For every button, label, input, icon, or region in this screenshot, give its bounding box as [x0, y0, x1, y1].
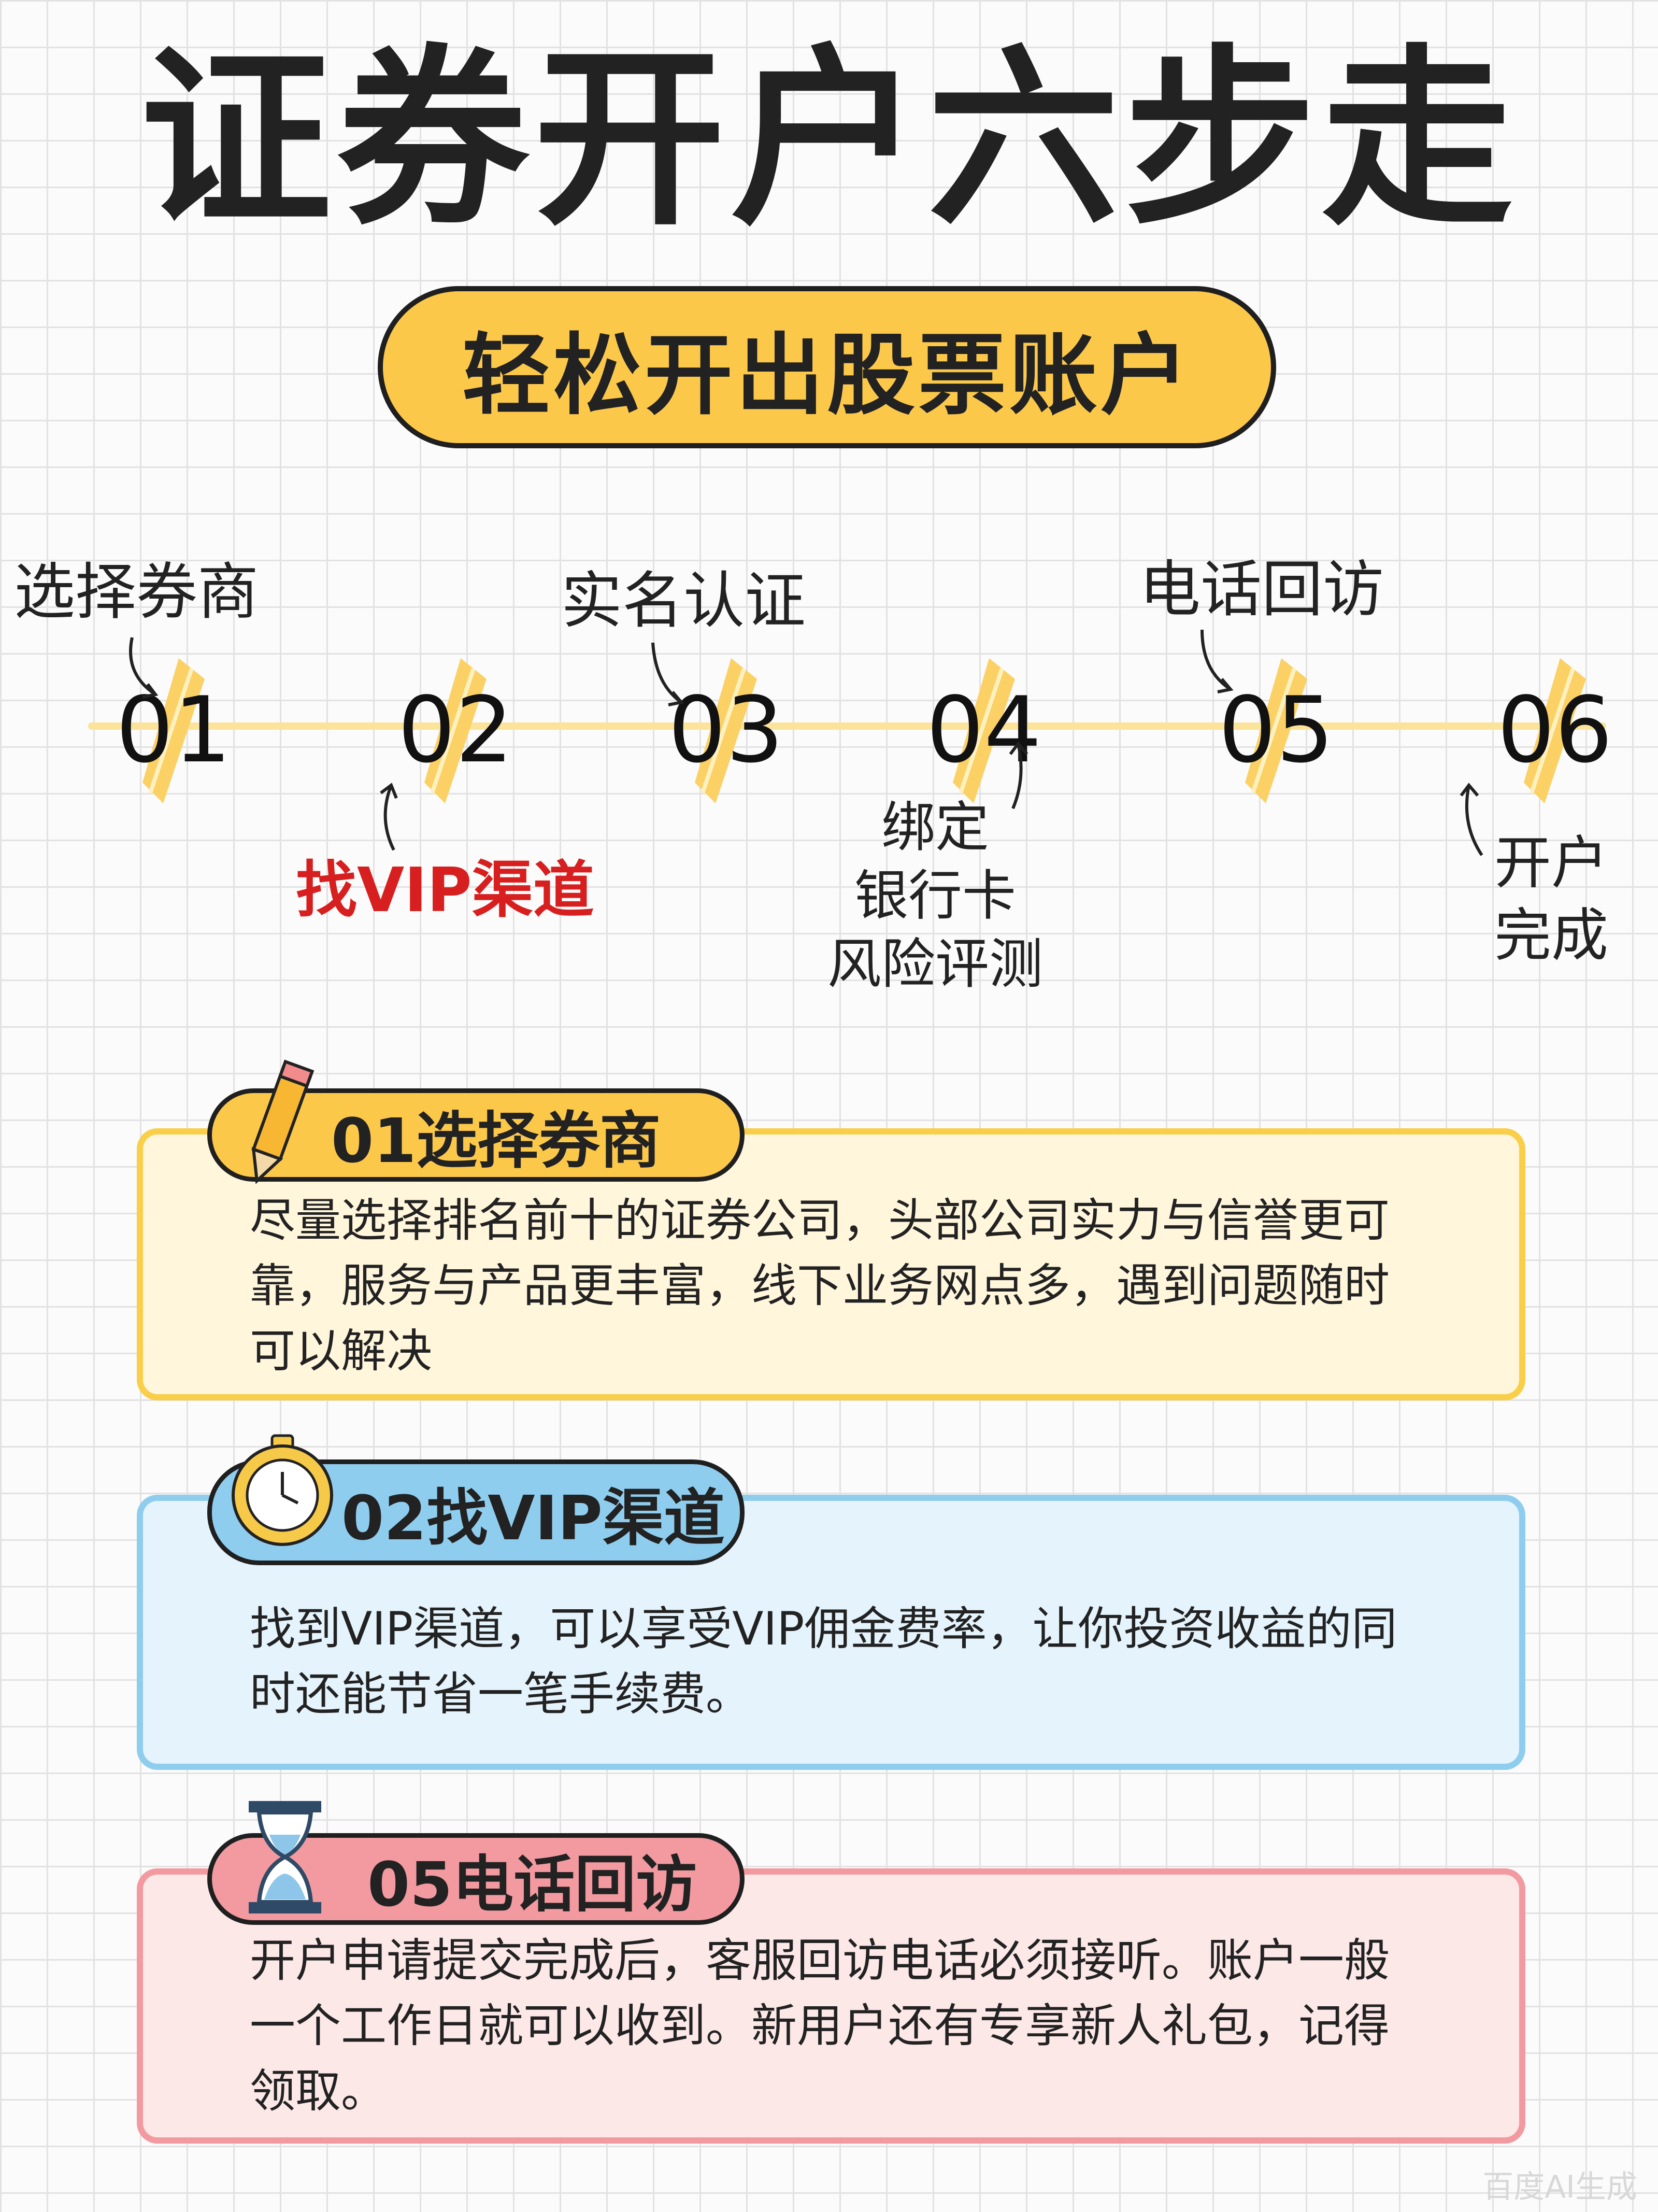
arrow-icon — [129, 637, 159, 699]
card-body: 找到VIP渠道，可以享受VIP佣金费率，让你投资收益的同 时还能节省一笔手续费。 — [250, 1596, 1493, 1727]
pencil-marker-icon — [953, 658, 1015, 803]
step-label-01: 选择券商 — [14, 556, 259, 628]
pencil-marker-icon — [142, 658, 205, 803]
card-body: 开户申请提交完成后，客服回访电话必须接听。账户一般 一个工作日就可以收到。新用户… — [250, 1928, 1493, 2124]
arrow-icon — [1200, 629, 1234, 693]
arrow-icon — [1009, 741, 1028, 810]
arrow-icon — [1460, 783, 1483, 856]
page-title: 证券开户六步走 — [140, 29, 1518, 251]
step-label-06: 开户 完成 — [1494, 827, 1608, 972]
body-line: 尽量选择排名前十的证券公司，头部公司实力与信誉更可 — [250, 1194, 1390, 1247]
pencil-icon — [251, 1059, 315, 1184]
step-label-05: 电话回访 — [1139, 554, 1384, 625]
stopwatch-icon — [232, 1434, 333, 1546]
label-line: 风险评测 — [827, 932, 1043, 996]
step-number: 03 — [668, 678, 784, 783]
timeline-step-01: 01 — [106, 658, 241, 803]
timeline-step-06: 06 — [1488, 658, 1622, 803]
timeline-step-03: 03 — [659, 658, 793, 803]
step-number: 02 — [397, 678, 513, 783]
body-line: 领取。 — [250, 2064, 387, 2118]
timeline-step-04: 04 — [917, 658, 1051, 803]
pencil-marker-icon — [1245, 658, 1307, 803]
step-number: 01 — [116, 678, 232, 783]
step-label-03: 实名认证 — [561, 565, 806, 636]
pencil-marker-icon — [1524, 658, 1586, 803]
step-number: 06 — [1497, 678, 1613, 783]
label-line: 绑定 — [881, 796, 989, 859]
step-label-02: 找VIP渠道 — [296, 854, 594, 926]
timeline-step-05: 05 — [1209, 658, 1343, 803]
body-line: 一个工作日就可以收到。新用户还有专享新人礼包，记得 — [250, 1999, 1390, 2052]
pencil-marker-icon — [424, 658, 487, 803]
label-line: 开户 — [1494, 830, 1608, 896]
label-line: 银行卡 — [854, 864, 1016, 927]
subtitle-pill: 轻松开出股票账户 — [378, 286, 1276, 448]
step-number: 05 — [1218, 678, 1334, 783]
hourglass-icon — [249, 1801, 321, 1913]
body-line: 可以解决 — [250, 1324, 433, 1378]
pencil-marker-icon — [695, 658, 757, 803]
card-body: 尽量选择排名前十的证券公司，头部公司实力与信誉更可 靠，服务与产品更丰富，线下业… — [250, 1188, 1493, 1384]
body-line: 找到VIP渠道，可以享受VIP佣金费率，让你投资收益的同 — [250, 1602, 1397, 1655]
watermark: 百度AI生成 — [1482, 2169, 1637, 2205]
step-label-04: 绑定 银行卡 风险评测 — [819, 793, 1052, 998]
body-line: 靠，服务与产品更丰富，线下业务网点多，遇到问题随时 — [250, 1259, 1390, 1312]
arrow-icon — [380, 783, 398, 851]
body-line: 开户申请提交完成后，客服回访电话必须接听。账户一般 — [250, 1934, 1390, 1987]
arrow-icon — [651, 642, 684, 706]
timeline-step-02: 02 — [388, 658, 523, 803]
label-line: 完成 — [1494, 902, 1608, 969]
body-line: 时还能节省一笔手续费。 — [250, 1667, 752, 1721]
timeline-line — [88, 722, 1606, 730]
